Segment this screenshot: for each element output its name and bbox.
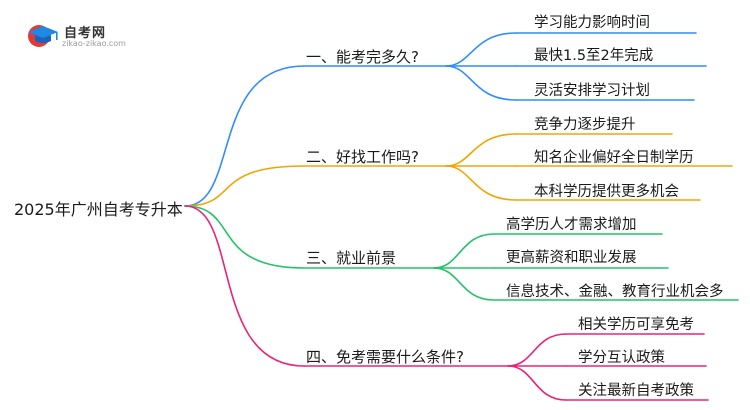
leaf-1-1: 学习能力影响时间 bbox=[534, 15, 650, 31]
connector-branch-4-leaf-1 bbox=[507, 333, 567, 367]
logo-title: 自考网 bbox=[64, 26, 107, 41]
connector-branch-3-leaf-3 bbox=[433, 267, 495, 301]
connector-branch-1-leaf-1 bbox=[445, 32, 517, 67]
branch-label-4: 四、免考需要什么条件? bbox=[306, 348, 464, 366]
leaf-3-2: 更高薪资和职业发展 bbox=[506, 250, 637, 266]
leaf-1-2: 最快1.5至2年完成 bbox=[534, 48, 654, 64]
leaf-2-3: 本科学历提供更多机会 bbox=[534, 184, 679, 200]
connector-root-branch-2 bbox=[184, 165, 305, 207]
leaf-4-3: 关注最新自考政策 bbox=[578, 383, 694, 399]
leaf-3-3: 信息技术、金融、教育行业机会多 bbox=[506, 284, 724, 300]
connector-root-branch-1 bbox=[184, 65, 305, 207]
leaf-4-2: 学分互认政策 bbox=[578, 350, 665, 366]
connector-branch-4-leaf-3 bbox=[507, 365, 567, 401]
logo-url: zikao-zikao.com bbox=[62, 39, 126, 48]
site-logo[interactable]: 自考网 zikao-zikao.com bbox=[26, 20, 146, 50]
leaf-1-3: 灵活安排学习计划 bbox=[534, 83, 650, 99]
leaf-2-1: 竞争力逐步提升 bbox=[534, 117, 636, 133]
connector-root-branch-3 bbox=[184, 205, 305, 269]
leaf-2-2: 知名企业偏好全日制学历 bbox=[534, 150, 694, 166]
branch-label-1: 一、能考完多久? bbox=[306, 48, 419, 66]
connector-root-branch-4 bbox=[184, 205, 305, 367]
leaf-3-1: 高学历人才需求增加 bbox=[506, 217, 637, 233]
root-node: 2025年广州自考专升本 bbox=[14, 200, 183, 219]
connector-branch-2-leaf-3 bbox=[445, 165, 517, 201]
leaf-4-1: 相关学历可享免考 bbox=[578, 317, 694, 333]
connector-branch-2-leaf-1 bbox=[445, 133, 517, 167]
branch-label-2: 二、好找工作吗? bbox=[306, 148, 419, 166]
connector-branch-3-leaf-1 bbox=[433, 233, 495, 269]
branch-label-3: 三、就业前景 bbox=[306, 249, 397, 267]
graduation-cap-icon bbox=[28, 25, 58, 47]
connector-branch-1-leaf-3 bbox=[445, 65, 517, 101]
